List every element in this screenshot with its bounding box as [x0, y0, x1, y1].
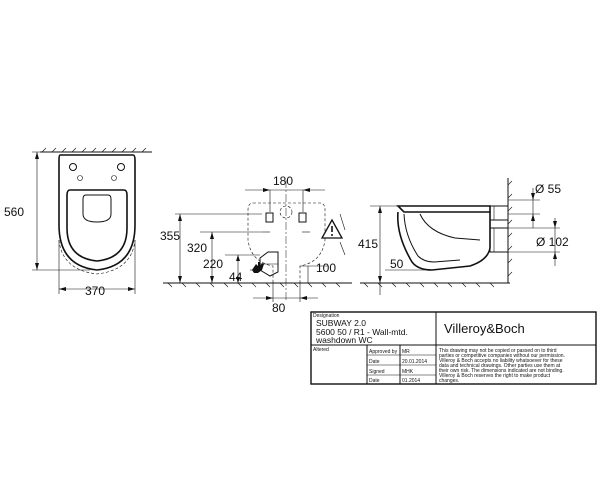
dim-dia-55: Ø 55: [535, 182, 561, 196]
notice-line-4: data and technical drawings. Other parti…: [439, 363, 561, 369]
notice-line-6: Villeroy & Boch reserves the right to ma…: [439, 373, 551, 379]
dim-front-height: 560: [4, 205, 24, 219]
side-bowl-profile: [396, 211, 491, 271]
approved-label: Approved by: [369, 349, 398, 355]
signed-label: Signed: [369, 369, 385, 375]
fixing-hole-right: [117, 163, 125, 171]
front-seat-outline: [66, 189, 128, 262]
dim-44: 44: [229, 270, 243, 284]
approved-value: MR: [402, 349, 410, 355]
product-name: SUBWAY 2.0: [316, 318, 366, 328]
dim-height-355: 355: [160, 229, 180, 243]
outlet-spigot: [489, 227, 509, 253]
front-bowl-opening: [82, 194, 112, 223]
fixing-hole-left: [69, 163, 77, 171]
side-wall-hatch: [507, 180, 513, 277]
dim-front-width: 370: [85, 284, 105, 298]
date-label-1: Date: [369, 359, 380, 365]
title-block: Designation SUBWAY 2.0 5600 50 / R1 - Wa…: [310, 311, 597, 385]
date-label-2: Date: [369, 378, 380, 384]
inlet-spigot: [489, 205, 509, 221]
notice-line-7: changes.: [439, 378, 459, 384]
dim-height-220: 220: [203, 257, 223, 271]
dim-side-height: 415: [358, 237, 378, 251]
dim-height-320: 320: [187, 241, 207, 255]
warning-triangle-icon: [320, 218, 344, 239]
notice-line-3: Villeroy & Boch accepts no liability wha…: [439, 358, 563, 364]
brand-logo: Villeroy&Boch: [444, 321, 525, 336]
hand-icon: [252, 262, 264, 273]
fixing-slot-left: [265, 212, 274, 223]
product-description-line1: 5600 50 / R1 - Wall-mtd.: [316, 327, 408, 337]
side-view: Ø 55 Ø 102 415 50: [358, 178, 569, 295]
dim-side-offset: 50: [390, 257, 404, 271]
altered-label: Altered: [313, 347, 329, 353]
notice-line-1: This drawing may not be copied or passed…: [439, 348, 557, 354]
rear-floor-hatch: [167, 282, 341, 288]
rear-view: 180 355 320 220 44: [160, 174, 352, 315]
notice-line-2: parties or competitive companies without…: [439, 353, 565, 359]
dim-80: 80: [272, 301, 286, 315]
front-wall-hatch: [41, 147, 147, 153]
fixing-slot-right: [298, 212, 307, 223]
side-floor-hatch: [363, 282, 495, 288]
dim-100: 100: [316, 261, 336, 275]
designation-label: Designation: [313, 313, 340, 319]
side-seat-lid: [396, 205, 491, 213]
signed-value: MHK: [402, 369, 414, 375]
front-view: 560 370: [4, 147, 152, 298]
dim-dia-102: Ø 102: [536, 235, 569, 249]
date-value-2: 01.2014: [402, 378, 420, 384]
date-value-1: 20.01.2014: [402, 359, 427, 365]
notice-line-5: their own risk. The dimensions indicated…: [439, 368, 564, 374]
product-description-line2: washdown WC: [315, 335, 373, 345]
dim-fixing-spacing: 180: [273, 174, 293, 188]
front-bowl-outline: [58, 154, 136, 271]
